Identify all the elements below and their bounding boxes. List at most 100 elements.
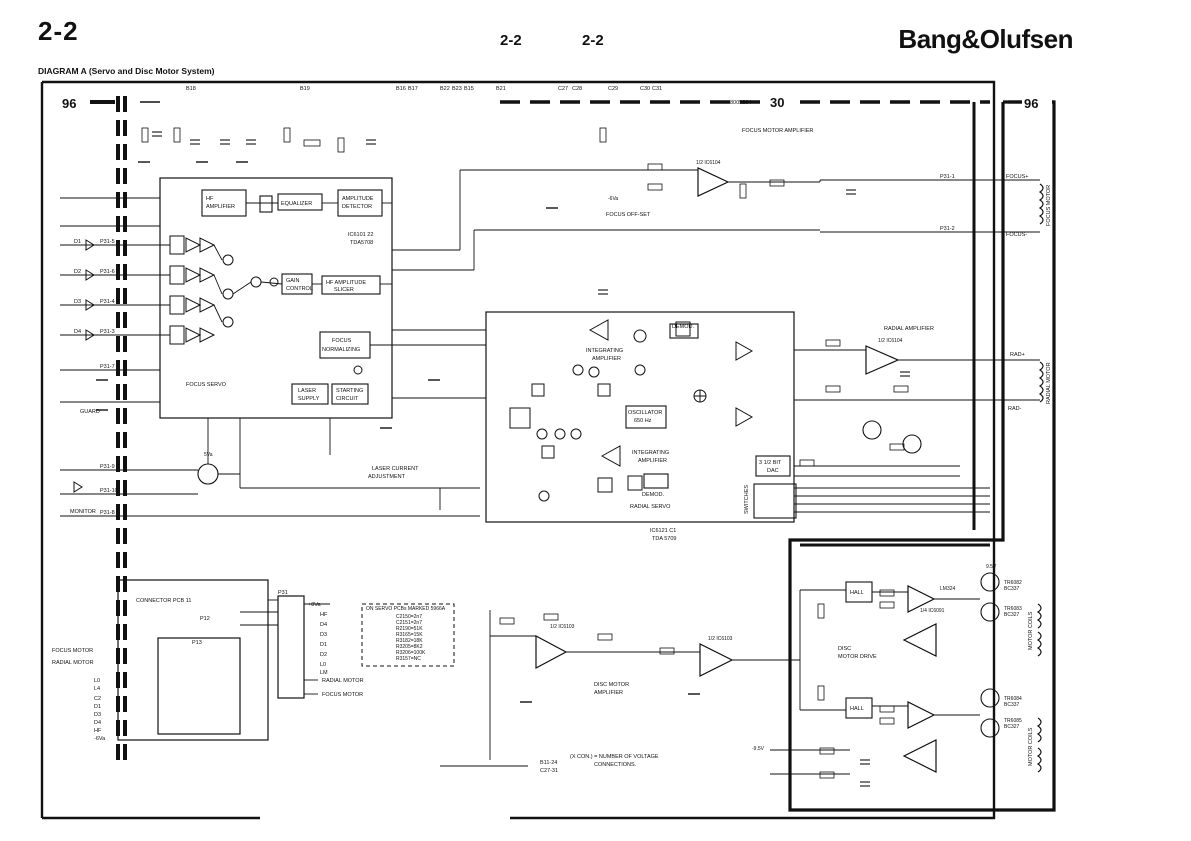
conn-left-6: D3: [94, 712, 101, 718]
dac-label-1: 3 1/2 BIT: [759, 460, 782, 466]
tr-6085-label-2: BC327: [1004, 724, 1020, 730]
hf-slicer-label-1: HF AMPLITUDE: [326, 280, 366, 286]
footnote-line-2: CONNECTIONS.: [594, 762, 637, 768]
diode-d2: D2: [74, 269, 81, 275]
amplitude-detector-label-1: AMPLITUDE: [342, 196, 374, 202]
disc-motor-amp-label-1: DISC MOTOR: [594, 682, 629, 688]
focus-minus-label: FOCUS-: [1006, 232, 1027, 238]
laser-supply-label-1: LASER: [298, 388, 316, 394]
note-line-7: R3157=NC: [396, 656, 421, 662]
top-node-c27: C27: [558, 86, 568, 92]
conn-motor-0: RADIAL MOTOR: [322, 678, 364, 684]
coils: [1036, 183, 1044, 773]
note-line-0: C2150=2n7: [396, 614, 422, 620]
note-line-4: R3182=18K: [396, 638, 423, 644]
port-left-5: P31-9: [100, 464, 115, 470]
note-line-2: R2190=51K: [396, 626, 423, 632]
left-bus-lines: [86, 96, 160, 760]
radial-amplifier-label: RADIAL AMPLIFIER: [884, 326, 934, 332]
resistors: [141, 127, 909, 779]
port-left-4: P31-7: [100, 364, 115, 370]
radial-motor-label: RADIAL MOTOR: [1046, 362, 1052, 404]
supply-neg6-label: -6Va: [608, 196, 618, 202]
focus-motor-amplifier-label: FOCUS MOTOR AMPLIFIER: [742, 128, 813, 134]
integrating-amp-2-label-1: INTEGRATING: [632, 450, 669, 456]
photo-diodes: [73, 239, 95, 493]
tr-6082-label-1: TR6082: [1004, 580, 1022, 586]
ic-radial-label-1: IC6121 C1: [650, 528, 676, 534]
tr-6083-label-2: BC327: [1004, 612, 1020, 618]
focus-offset-label: FOCUS OFF-SET: [606, 212, 651, 218]
radial-servo-label: RADIAL SERVO: [630, 504, 671, 510]
guard-label: GUARD: [80, 409, 100, 415]
monitor-label: MONITOR: [70, 509, 96, 515]
conn-left-1: RADIAL MOTOR: [52, 660, 94, 666]
tr-6084-label-1: TR6084: [1004, 696, 1022, 702]
connector-p31: P31: [278, 590, 288, 596]
starting-circuit-label-1: STARTING: [336, 388, 363, 394]
frame-right-tag: 96: [1024, 96, 1038, 111]
demod-bottom-label: DEMOD.: [642, 492, 664, 498]
conn-left-8: HF: [94, 728, 102, 734]
port-left-7: P31-8: [100, 510, 115, 516]
conn-left-3: L4: [94, 686, 100, 692]
top-node-c31: C31: [652, 86, 662, 92]
diode-d1: D1: [74, 239, 81, 245]
gain-control-label-1: GAIN: [286, 278, 299, 284]
bottom-ref-1: B11-24: [540, 760, 557, 766]
conn-motor-1: FOCUS MOTOR: [322, 692, 363, 698]
oscillator-label-1: OSCILLATOR: [628, 410, 662, 416]
frame-left-tag: 96: [62, 96, 76, 111]
top-node-b17: B17: [408, 86, 418, 92]
top-node-c29: C29: [608, 86, 618, 92]
port-left-0: P31-5: [100, 239, 115, 245]
starting-circuit-label-2: CIRCUIT: [336, 396, 359, 402]
focus-plus-label: FOCUS+: [1006, 174, 1028, 180]
port-left-3: P31-3: [100, 329, 115, 335]
switches-label: SWITCHES: [744, 485, 750, 514]
port-right-0: P31-1: [940, 174, 955, 180]
port-left-1: P31-6: [100, 269, 115, 275]
laser-current-label-1: LASER CURRENT: [372, 466, 419, 472]
ic-radial-label-2: TDA 5709: [652, 536, 676, 542]
brand-logo: Bang&Olufsen: [898, 24, 1073, 54]
note-box: [361, 603, 455, 667]
connector-box: [117, 579, 305, 741]
conn-right-6: L0: [320, 662, 326, 668]
radial-internal: [509, 319, 754, 502]
port-left-2: P31-4: [100, 299, 115, 305]
frame-top-code: 8005204: [730, 100, 751, 106]
ic-focus-label-2: TDA5708: [350, 240, 373, 246]
integrating-amp-1-label-2: AMPLIFIER: [592, 356, 621, 362]
rad-minus-label: RAD-: [1008, 406, 1022, 412]
conn-right-0: +8Va: [308, 602, 322, 608]
lm324-label: LM324: [940, 586, 956, 592]
diode-d4: D4: [74, 329, 81, 335]
top-node-b19: B19: [300, 86, 310, 92]
top-node-b15: B15: [464, 86, 474, 92]
note-line-3: R3165=15K: [396, 632, 423, 638]
opamps: [535, 167, 937, 773]
wires-radial: [240, 169, 1040, 775]
tr-6083-label-1: TR6083: [1004, 606, 1022, 612]
top-node-b23: B23: [452, 86, 462, 92]
conn-right-3: D3: [320, 632, 327, 638]
conn-left-0: FOCUS MOTOR: [52, 648, 93, 654]
top-node-b18: B18: [186, 86, 196, 92]
conn-right-7: LM: [320, 670, 328, 676]
note-title: ON SERVO PCBs MARKED 5966A: [366, 606, 446, 612]
supply-plus-label: 9.5V: [986, 564, 997, 570]
capacitors: [152, 131, 910, 787]
conn-left-4: C2: [94, 696, 101, 702]
rad-plus-label: RAD+: [1010, 352, 1025, 358]
inner-right-bus: [800, 102, 990, 547]
note-line-5: R3205=8K2: [396, 644, 423, 650]
conn-right-4: D1: [320, 642, 327, 648]
ic-radial-amp-label: 1/2 IC6104: [878, 338, 903, 344]
disc-motor-drive-label-1: DISC: [838, 646, 851, 652]
conn-left-7: D4: [94, 720, 101, 726]
equalizer-label: EQUALIZER: [281, 201, 312, 207]
detector-amps: [169, 235, 216, 345]
note-line-6: R3206=100K: [396, 650, 426, 656]
page-number-center-2: 2-2: [582, 32, 604, 49]
